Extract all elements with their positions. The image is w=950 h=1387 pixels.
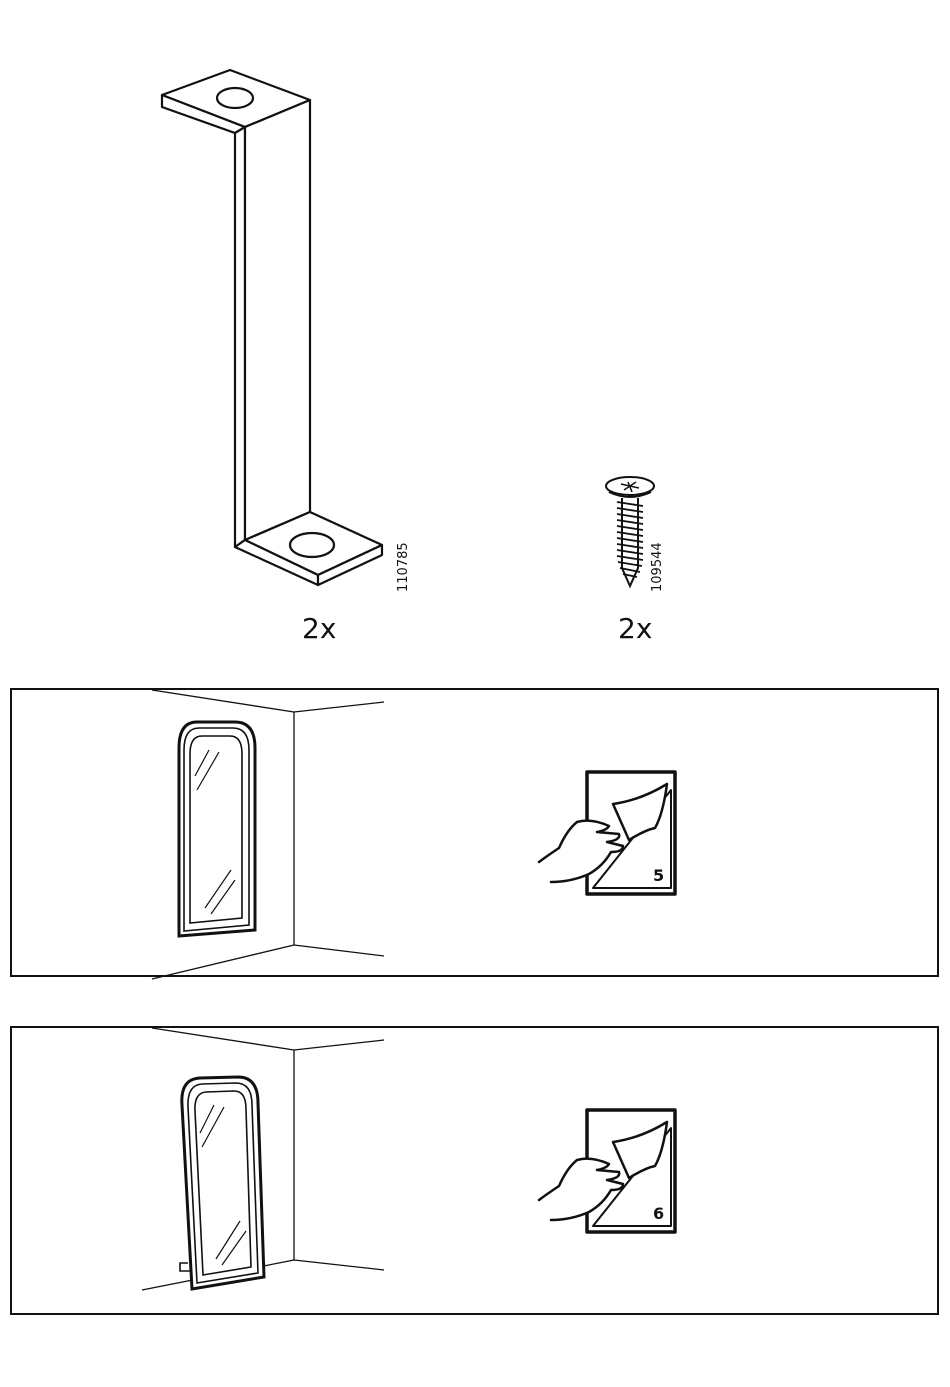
mirror-icon [175, 718, 265, 948]
leaning-mirror-icon [162, 1073, 282, 1303]
sticker-number-5: 5 [653, 866, 664, 885]
step-panel-leaning: 6 [10, 1026, 939, 1315]
part-number-bracket: 110785 [396, 542, 411, 592]
quantity-bracket: 2x [302, 612, 336, 645]
quantity-screw: 2x [618, 612, 652, 645]
peel-sticker-icon [537, 770, 687, 900]
l-bracket-icon [0, 0, 950, 660]
peel-sticker-icon [537, 1108, 687, 1238]
part-number-screw: 109544 [650, 542, 665, 592]
step-panel-wall-mounted: 5 [10, 688, 939, 977]
sticker-number-6: 6 [653, 1204, 664, 1223]
